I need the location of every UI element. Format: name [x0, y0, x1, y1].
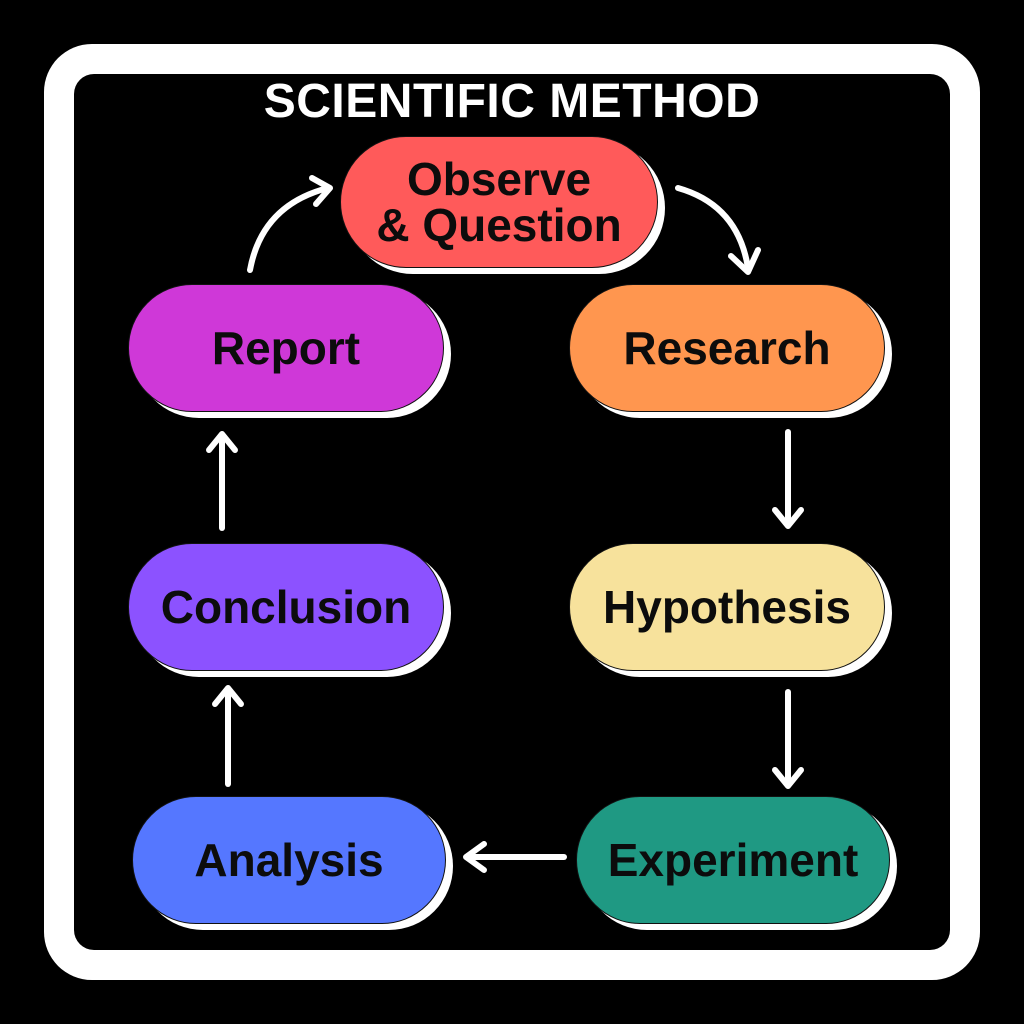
step-analysis-label: Analysis — [194, 834, 384, 886]
step-report: Report — [128, 284, 444, 412]
step-observe-line1: Observe — [406, 153, 592, 205]
arrow-observe-to-research — [675, 185, 761, 275]
step-research-label: Research — [623, 322, 831, 374]
step-hypothesis: Hypothesis — [569, 543, 885, 671]
diagram-title: SCIENTIFIC METHOD — [263, 75, 761, 128]
arrow-conclusion-to-report — [206, 431, 238, 531]
step-hypothesis-label: Hypothesis — [603, 581, 851, 633]
arrow-analysis-to-conclusion — [212, 685, 244, 787]
step-research: Research — [569, 284, 885, 412]
arrow-report-to-observe — [247, 175, 333, 273]
step-analysis: Analysis — [132, 796, 446, 924]
step-experiment: Experiment — [576, 796, 890, 924]
arrow-experiment-to-analysis — [463, 841, 567, 873]
step-observe-line2: & Question — [376, 199, 622, 251]
step-observe-question: Observe & Question — [340, 136, 658, 268]
step-conclusion: Conclusion — [128, 543, 444, 671]
step-conclusion-label: Conclusion — [160, 581, 412, 633]
arrow-research-to-hypothesis — [772, 429, 804, 529]
step-report-label: Report — [211, 322, 361, 374]
step-experiment-label: Experiment — [607, 834, 859, 886]
arrow-hypothesis-to-experiment — [772, 689, 804, 789]
